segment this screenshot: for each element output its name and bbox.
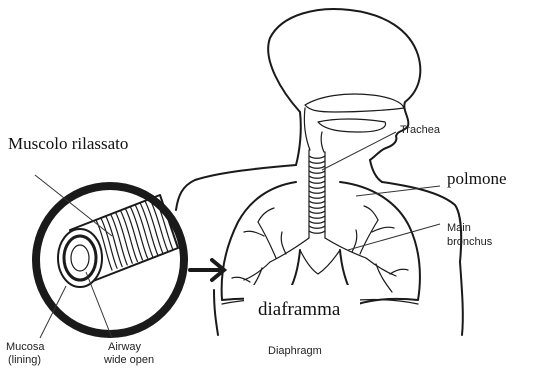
trachea-ring <box>309 171 325 173</box>
torso-left <box>214 290 218 335</box>
bronchus-branch <box>281 232 286 254</box>
bronchus-branch <box>376 264 392 292</box>
trachea-ring <box>309 191 325 193</box>
pharynx <box>304 108 310 150</box>
label-airway-2: wide open <box>103 354 154 366</box>
label-mucosa-1: Mucosa <box>6 341 45 353</box>
left-lung-outline <box>222 182 300 302</box>
trachea-ring <box>309 166 325 168</box>
label-muscolo-rilassato: Muscolo rilassato <box>8 134 128 153</box>
trachea-ring <box>309 181 325 183</box>
trachea-ring <box>309 231 325 233</box>
label-polmone: polmone <box>447 169 507 188</box>
label-main-bronchus-1: Main <box>447 222 471 234</box>
bronchus-branch <box>372 227 394 232</box>
nasal-cavity <box>305 94 404 112</box>
bronchus-branch <box>244 231 264 236</box>
bronchus-branch <box>244 262 270 280</box>
neck-left <box>296 112 301 165</box>
bronchial-tree <box>232 206 408 296</box>
label-diaframma: diaframma <box>258 299 341 320</box>
bronchus-branch <box>258 222 276 258</box>
main-bronchus-right <box>325 238 366 258</box>
head-outline <box>268 9 420 160</box>
heart-notch <box>300 250 340 274</box>
label-diaphragm: Diaphragm <box>268 345 322 357</box>
label-mucosa-2: (lining) <box>8 354 41 366</box>
trachea-ring <box>309 156 325 158</box>
bronchus-branch <box>360 220 378 254</box>
bronchus-branch <box>258 208 274 222</box>
trachea-ring <box>309 206 325 208</box>
trachea-ring <box>309 196 325 198</box>
trachea-ring <box>309 186 325 188</box>
trachea-ring <box>309 226 325 228</box>
magnify-arrow-icon <box>190 260 224 280</box>
trachea-ring <box>309 176 325 178</box>
label-main-bronchus-2: bronchus <box>447 236 493 248</box>
trachea-ring <box>309 216 325 218</box>
pharynx-right <box>321 132 324 152</box>
trachea-ring <box>309 221 325 223</box>
label-trachea: Trachea <box>400 124 441 136</box>
trachea-ring <box>309 161 325 163</box>
airway-lumen <box>71 245 89 271</box>
oral-cavity <box>318 119 386 132</box>
torso-right <box>460 262 463 335</box>
label-airway-1: Airway <box>108 341 142 353</box>
trachea-ring <box>309 211 325 213</box>
neck-right <box>370 160 382 182</box>
bronchus-branch <box>390 269 408 274</box>
trachea-rings <box>309 156 325 233</box>
bronchus-branch <box>364 206 378 220</box>
trachea-ring <box>309 201 325 203</box>
